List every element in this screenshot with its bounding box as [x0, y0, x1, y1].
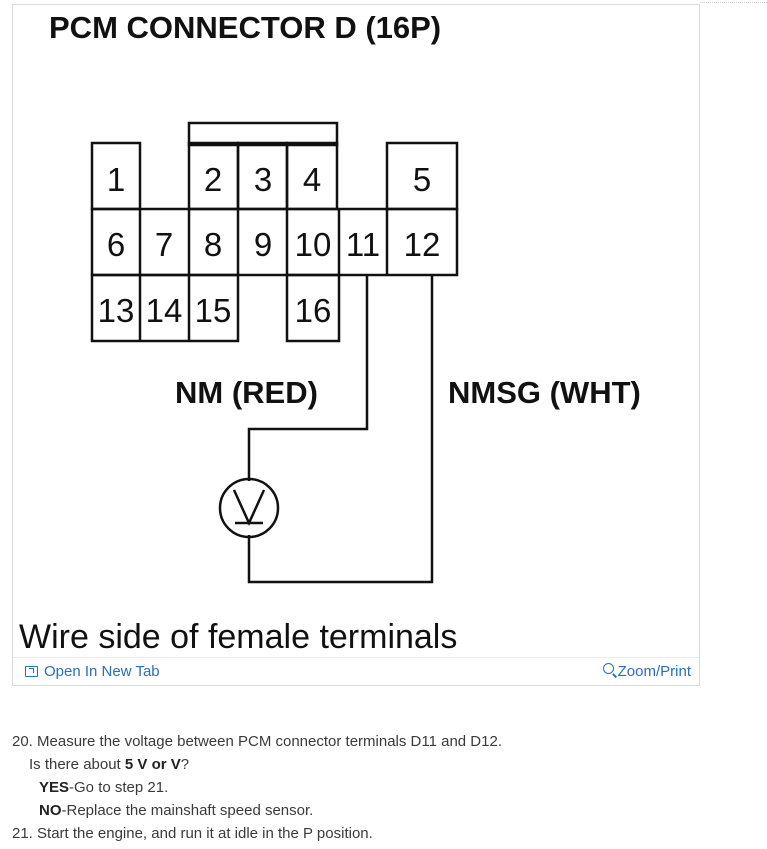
- connector-latch: [187, 121, 339, 147]
- nm-wire-label: NM (RED): [175, 375, 318, 410]
- figure-caption: Wire side of female terminals: [19, 618, 457, 655]
- connector-outline: [90, 121, 459, 343]
- terminal-number: 12: [404, 226, 441, 263]
- yes-text: -Go to step 21.: [69, 779, 169, 796]
- terminal-number: 6: [107, 226, 125, 263]
- nmsg-lead: [247, 275, 434, 584]
- terminal-number: 3: [254, 161, 272, 198]
- terminal-number: 8: [204, 226, 222, 263]
- nmsg-wire-label: NMSG (WHT): [448, 375, 641, 410]
- zoom-print-label: Zoom/Print: [617, 663, 691, 680]
- zoom-print-link[interactable]: Zoom/Print: [602, 663, 691, 680]
- question-suffix: ?: [180, 756, 190, 773]
- terminal-number: 9: [254, 226, 272, 263]
- nm-lead: [247, 275, 369, 481]
- no-label: NO: [39, 802, 62, 819]
- step-20-question: Is there about 5 V or V?: [12, 753, 752, 776]
- test-leads: [218, 275, 434, 584]
- connector-bottom-row: [90, 273, 240, 343]
- terminal-number: 7: [155, 226, 173, 263]
- connector-figure: PCM CONNECTOR D (16P): [12, 4, 700, 686]
- terminal-number: 5: [413, 161, 431, 198]
- terminal-number: 14: [146, 292, 183, 329]
- open-new-tab-icon: [25, 666, 38, 677]
- cavity-16: [285, 273, 341, 343]
- procedure-steps: 20. Measure the voltage between PCM conn…: [12, 730, 752, 845]
- magnifier-icon: [602, 663, 614, 674]
- open-in-new-tab-label: Open In New Tab: [44, 663, 160, 680]
- diagram-svg: PCM CONNECTOR D (16P): [19, 10, 641, 655]
- yes-label: YES: [39, 779, 70, 796]
- step-20: 20. Measure the voltage between PCM conn…: [12, 733, 502, 750]
- terminal-number: 10: [295, 226, 332, 263]
- terminal-number: 4: [303, 161, 321, 198]
- figure-toolbar: Open In New Tab Zoom/Print: [13, 657, 699, 686]
- terminal-number: 15: [195, 292, 232, 329]
- step-20-yes: YES-Go to step 21.: [12, 776, 752, 799]
- figure-title: PCM CONNECTOR D (16P): [49, 10, 441, 45]
- voltmeter-icon: [218, 477, 280, 539]
- question-value: 5 V or V: [124, 756, 181, 773]
- wiring-diagram: PCM CONNECTOR D (16P): [13, 5, 699, 655]
- terminal-number: 1: [107, 161, 125, 198]
- terminal-number: 13: [98, 292, 135, 329]
- open-in-new-tab-link[interactable]: Open In New Tab: [25, 663, 160, 680]
- terminal-number: 16: [295, 292, 332, 329]
- terminal-number: 11: [346, 226, 380, 263]
- terminal-numbers: 1 2 3 4 5 6 7 8 9 10 11 12 13 14 15 16: [98, 161, 441, 329]
- terminal-number: 2: [204, 161, 222, 198]
- no-text: -Replace the mainshaft speed sensor.: [61, 802, 314, 819]
- step-20-no: NO-Replace the mainshaft speed sensor.: [12, 799, 752, 822]
- connector-middle-row: [90, 207, 459, 277]
- question-prefix: Is there about: [29, 756, 125, 773]
- step-21: 21. Start the engine, and run it at idle…: [12, 825, 373, 842]
- top-divider: [700, 2, 767, 3]
